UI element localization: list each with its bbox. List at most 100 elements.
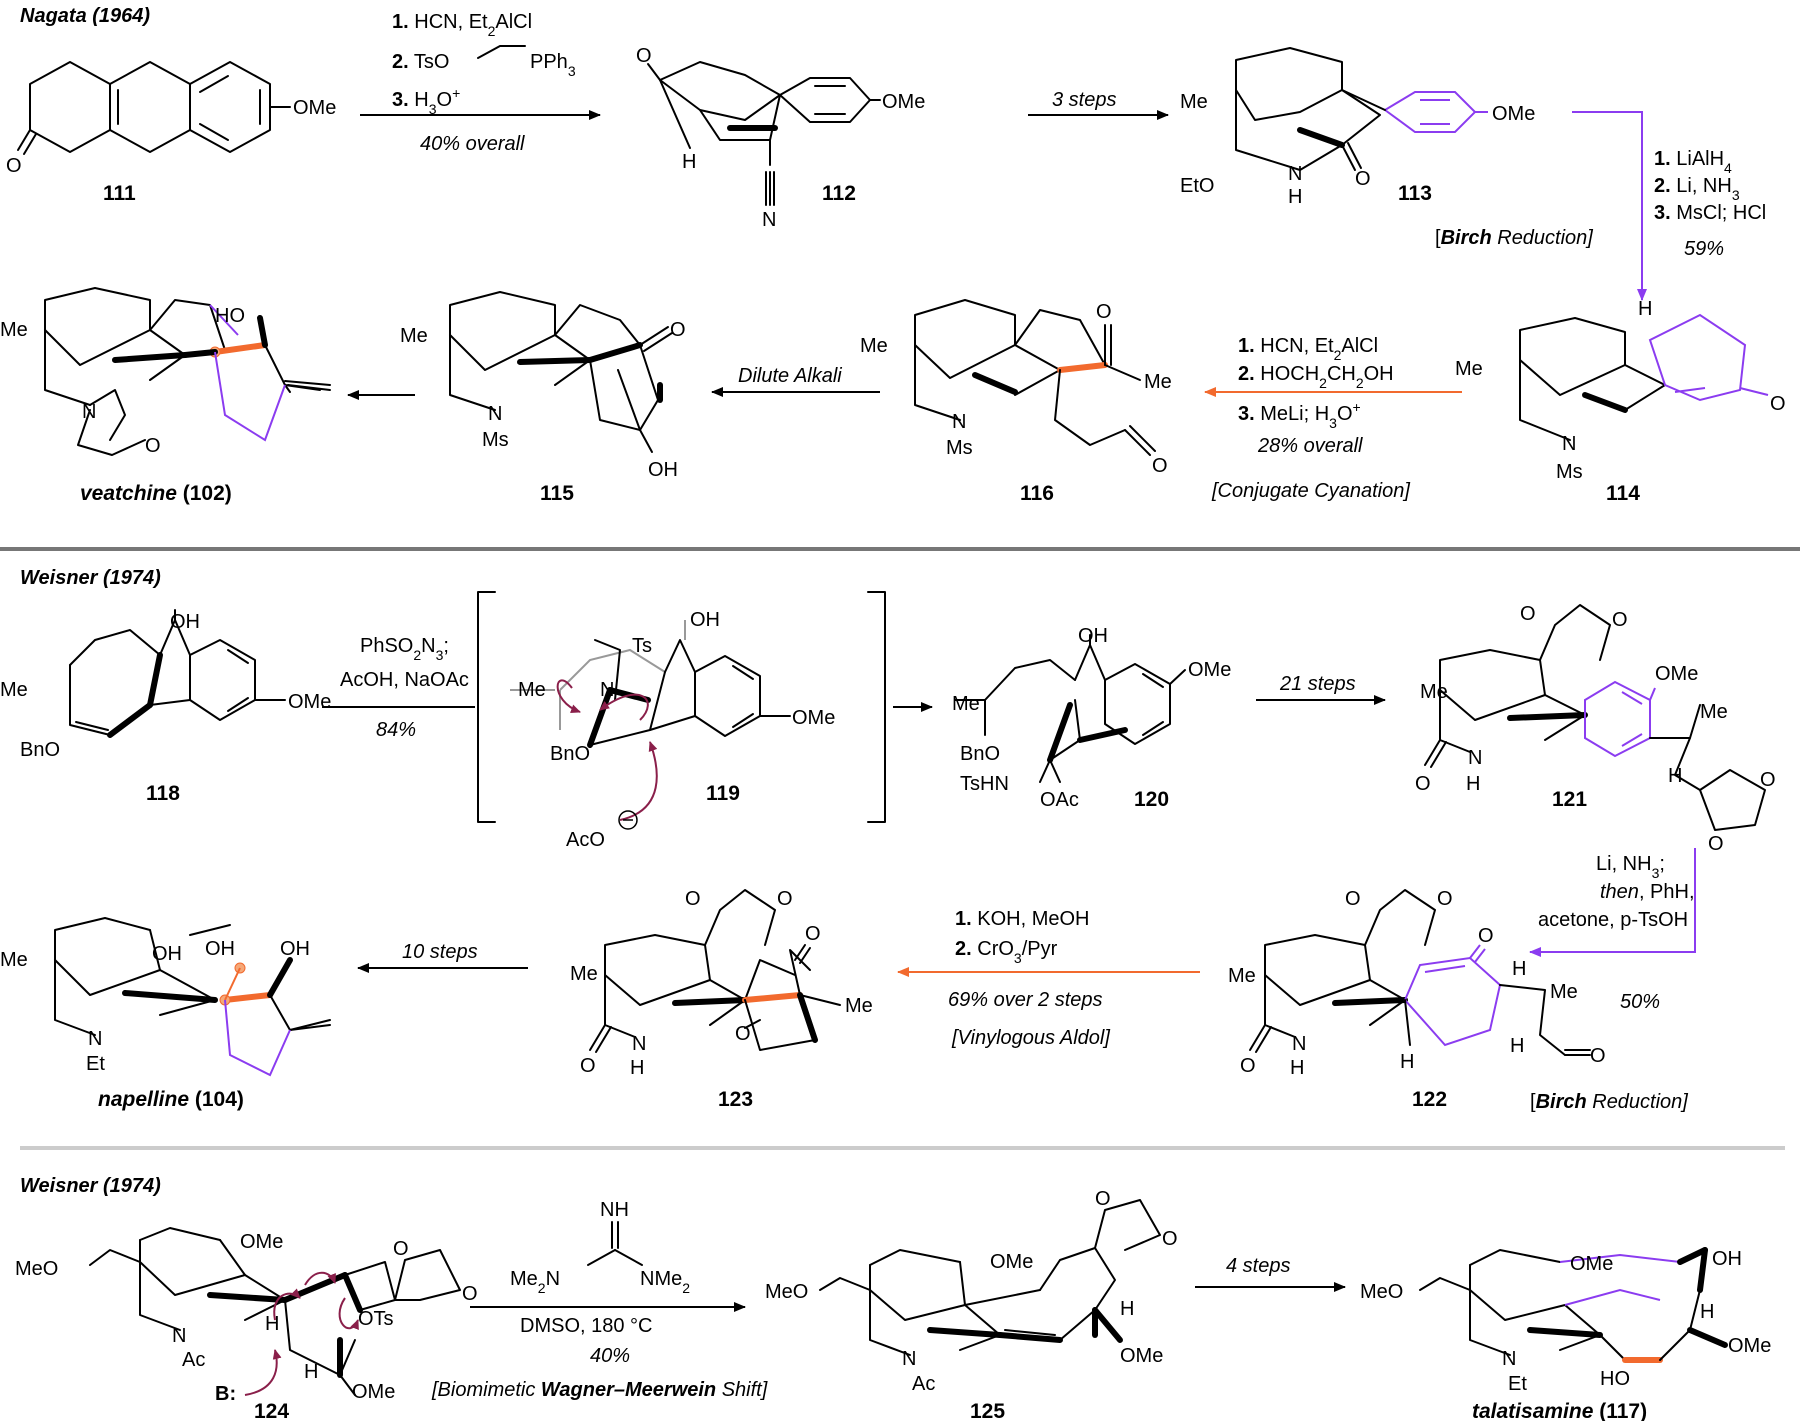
svg-text:O: O xyxy=(145,435,161,457)
compound-label-123: 123 xyxy=(718,1088,753,1111)
svg-text:Me: Me xyxy=(952,693,980,715)
svg-text:[Vinylogous Aldol]: [Vinylogous Aldol] xyxy=(951,1027,1110,1049)
svg-text:H: H xyxy=(682,151,696,173)
svg-text:H: H xyxy=(1120,1298,1134,1320)
svg-text:Me: Me xyxy=(518,679,546,701)
svg-text:O: O xyxy=(1708,833,1724,855)
svg-text:O: O xyxy=(735,1023,751,1045)
svg-text:H: H xyxy=(1288,186,1302,208)
svg-text:N: N xyxy=(902,1348,916,1370)
svg-text:40%: 40% xyxy=(590,1345,630,1367)
svg-text:MeO: MeO xyxy=(15,1258,58,1280)
svg-text:Me: Me xyxy=(1420,681,1448,703)
compound-label-116: 116 xyxy=(1020,482,1054,505)
svg-text:69% over 2 steps: 69% over 2 steps xyxy=(948,989,1103,1011)
svg-text:1. KOH, MeOH: 1. KOH, MeOH xyxy=(955,908,1090,930)
conditions-nagata-2: 3 steps xyxy=(1052,89,1116,111)
svg-text:H: H xyxy=(1512,958,1526,980)
svg-text:[Biomimetic Wagner–Meerwein Sh: [Biomimetic Wagner–Meerwein Shift] xyxy=(431,1379,768,1401)
svg-text:Me: Me xyxy=(0,319,28,341)
svg-text:Me: Me xyxy=(1144,371,1172,393)
svg-text:50%: 50% xyxy=(1620,991,1660,1013)
svg-text:TsHN: TsHN xyxy=(960,773,1009,795)
svg-text:H: H xyxy=(1400,1051,1414,1073)
svg-text:OMe: OMe xyxy=(1655,663,1698,685)
svg-text:N: N xyxy=(172,1325,186,1347)
conditions-weisner-7: 4 steps xyxy=(1226,1255,1290,1277)
svg-text:H: H xyxy=(1510,1035,1524,1057)
svg-text:OTs: OTs xyxy=(358,1308,394,1330)
svg-text:O: O xyxy=(636,45,652,67)
molecule-113: Me EtO N H O OMe xyxy=(1180,47,1535,208)
svg-text:Me: Me xyxy=(1455,358,1483,380)
conditions-nagata-1: 1. HCN, Et2AlCl 2. TsO PPh3 3. H3O+ 40% … xyxy=(392,11,576,155)
compound-label-120: 120 xyxy=(1134,788,1169,811)
compound-label-talatisamine: talatisamine (117) xyxy=(1472,1400,1647,1421)
svg-text:H: H xyxy=(1466,773,1480,795)
svg-text:N: N xyxy=(632,1033,646,1055)
svg-text:then, PhH,: then, PhH, xyxy=(1600,881,1695,903)
conditions-weisner-5: 10 steps xyxy=(402,941,478,963)
molecule-120: OH Me BnO TsHN OAc OMe xyxy=(952,625,1231,811)
svg-text:NMe2: NMe2 xyxy=(640,1268,690,1296)
svg-text:N: N xyxy=(952,411,966,433)
svg-text:Me: Me xyxy=(0,679,28,701)
svg-text:Me: Me xyxy=(1180,91,1208,113)
compound-label-114: 114 xyxy=(1606,482,1640,505)
svg-text:OMe: OMe xyxy=(882,91,925,113)
svg-text:O: O xyxy=(393,1238,409,1260)
svg-text:2. TsO: 2. TsO xyxy=(392,51,449,73)
compound-label-119: 119 xyxy=(706,782,740,805)
svg-text:OMe: OMe xyxy=(1492,103,1535,125)
svg-text:OMe: OMe xyxy=(1728,1335,1771,1357)
svg-text:Ac: Ac xyxy=(912,1373,935,1395)
svg-text:40% overall: 40% overall xyxy=(420,133,525,155)
svg-text:2. Li, NH3: 2. Li, NH3 xyxy=(1654,175,1740,203)
molecule-115: Me O N Ms OH xyxy=(400,291,686,481)
svg-text:O: O xyxy=(1345,888,1361,910)
svg-text:Me2N: Me2N xyxy=(510,1268,560,1296)
svg-text:Me: Me xyxy=(570,963,598,985)
svg-text:OH: OH xyxy=(648,459,678,481)
svg-text:B:: B: xyxy=(215,1383,236,1405)
svg-text:AcOH, NaOAc: AcOH, NaOAc xyxy=(340,669,469,691)
svg-text:MeO: MeO xyxy=(765,1281,808,1303)
svg-text:N: N xyxy=(1288,163,1302,185)
svg-text:NH: NH xyxy=(600,1199,629,1221)
molecule-114: Me H N Ms O xyxy=(1455,298,1786,483)
conditions-nagata-3: 1. LiAlH4 2. Li, NH3 3. MsCl; HCl 59% [B… xyxy=(1435,148,1766,260)
section-title-weisner-2: Weisner (1974) xyxy=(20,1175,161,1197)
svg-text:Me: Me xyxy=(860,335,888,357)
svg-text:1. HCN, Et2AlCl: 1. HCN, Et2AlCl xyxy=(1238,335,1378,363)
svg-text:BnO: BnO xyxy=(960,743,1000,765)
svg-text:N: N xyxy=(88,1028,102,1050)
compound-label-111: 111 xyxy=(103,182,136,205)
svg-text:H: H xyxy=(1700,1301,1714,1323)
svg-text:Me: Me xyxy=(1228,965,1256,987)
svg-text:acetone, p-TsOH: acetone, p-TsOH xyxy=(1538,909,1688,931)
svg-text:OH: OH xyxy=(170,611,200,633)
svg-text:N: N xyxy=(488,403,502,425)
compound-label-112: 112 xyxy=(822,182,856,205)
svg-text:H: H xyxy=(1668,765,1682,787)
svg-text:O: O xyxy=(1760,769,1776,791)
svg-text:Me: Me xyxy=(1550,981,1578,1003)
svg-text:84%: 84% xyxy=(376,719,416,741)
svg-text:MeO: MeO xyxy=(1360,1281,1403,1303)
svg-text:Ts: Ts xyxy=(632,635,652,657)
compound-label-veatchine: veatchine (102) xyxy=(80,482,232,505)
compound-label-124: 124 xyxy=(254,1400,289,1421)
svg-text:O: O xyxy=(1415,773,1431,795)
compound-label-napelline: napelline (104) xyxy=(98,1088,244,1111)
svg-text:H: H xyxy=(265,1313,279,1335)
svg-text:DMSO, 180 °C: DMSO, 180 °C xyxy=(520,1315,652,1337)
svg-text:3. MsCl; HCl: 3. MsCl; HCl xyxy=(1654,202,1766,224)
svg-text:BnO: BnO xyxy=(20,739,60,761)
section-title-nagata: Nagata (1964) xyxy=(20,5,150,27)
svg-text:OAc: OAc xyxy=(1040,789,1079,811)
svg-text:O: O xyxy=(1096,301,1112,323)
svg-text:OMe: OMe xyxy=(240,1231,283,1253)
svg-text:H: H xyxy=(1290,1057,1304,1079)
svg-text:OMe: OMe xyxy=(1188,659,1231,681)
svg-text:OMe: OMe xyxy=(990,1251,1033,1273)
